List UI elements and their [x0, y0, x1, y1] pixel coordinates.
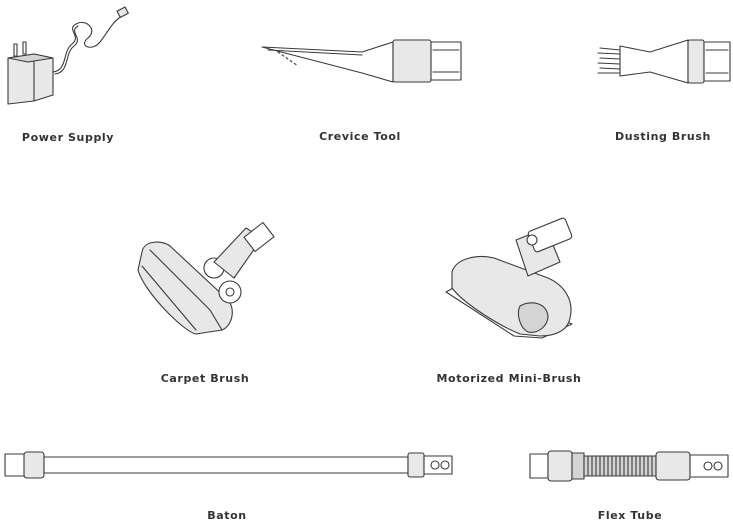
dusting-brush-icon [597, 39, 731, 84]
motorized-mini-brush-icon [445, 217, 573, 339]
flex-tube-icon [529, 450, 729, 482]
label-power-supply: Power Supply [21, 131, 115, 144]
label-dusting-brush: Dusting Brush [615, 130, 711, 143]
label-motorized-mini-brush: Motorized Mini-Brush [436, 372, 582, 385]
carpet-brush-icon [137, 221, 275, 335]
baton-icon [4, 451, 453, 479]
label-crevice-tool: Crevice Tool [319, 130, 401, 143]
power-supply-icon [7, 6, 129, 105]
label-baton: Baton [207, 509, 247, 522]
crevice-tool-icon [261, 39, 462, 83]
label-flex-tube: Flex Tube [597, 509, 663, 522]
label-carpet-brush: Carpet Brush [160, 372, 250, 385]
